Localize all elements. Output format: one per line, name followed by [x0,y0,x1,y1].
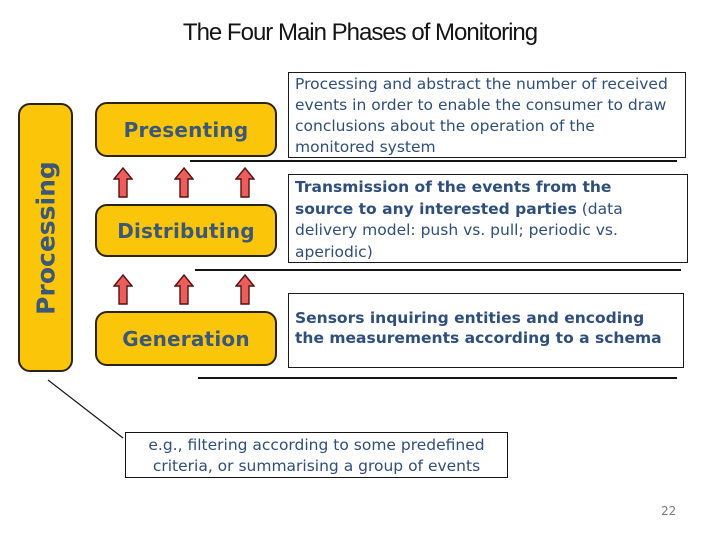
up-arrow-icon [174,274,194,305]
generation-phase-box: Generation [95,311,277,366]
callout-line-distributing [195,269,681,271]
callout-line-generation [198,377,677,379]
page-number: 22 [661,504,677,518]
up-arrow-icon [235,167,255,198]
up-arrow-icon [113,167,133,198]
slide-title: The Four Main Phases of Monitoring [182,19,538,46]
up-arrow-icon [113,274,133,305]
note-box: e.g., filtering according to some predef… [125,432,508,478]
up-arrow-icon [235,274,255,305]
processing-phase-box: Processing [18,103,73,372]
distributing-phase-label: Distributing [117,218,255,243]
presenting-description-box: Processing and abstract the number of re… [288,72,686,158]
generation-phase-label: Generation [122,326,250,351]
callout-line-presenting [190,160,677,162]
processing-phase-label: Processing [31,160,60,315]
presenting-phase-label: Presenting [123,117,249,142]
up-arrow-icon [174,167,194,198]
presenting-phase-box: Presenting [95,102,277,157]
distributing-phase-box: Distributing [95,204,277,257]
